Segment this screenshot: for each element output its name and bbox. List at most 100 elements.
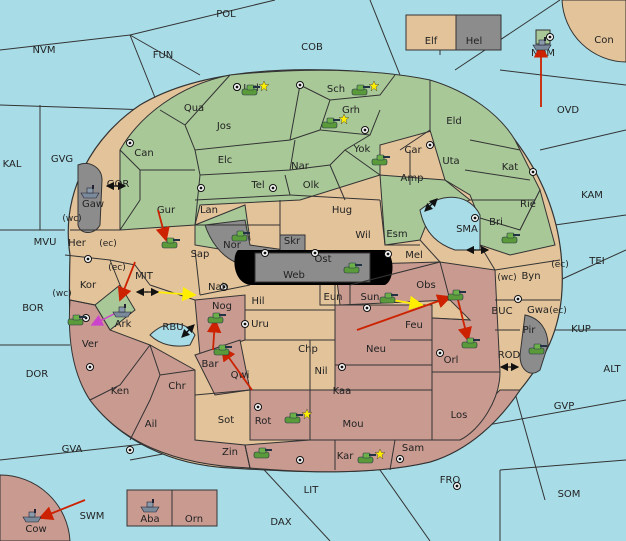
region-label-chp[interactable]: Chp — [298, 344, 318, 355]
region-label-sun[interactable]: Sun — [360, 292, 379, 303]
region-label-gwa[interactable]: Gwa — [527, 305, 549, 316]
region-label-sch[interactable]: Sch — [327, 84, 345, 95]
region-los-fill — [431, 371, 501, 441]
region-label-bri[interactable]: Bri — [489, 217, 503, 228]
region-label-elf[interactable]: Elf — [425, 36, 438, 47]
region-label-can[interactable]: Can — [134, 148, 153, 159]
region-label-tel[interactable]: Tel — [250, 180, 264, 191]
region-label-olk[interactable]: Olk — [303, 180, 320, 191]
region-label-cob[interactable]: COB — [301, 42, 323, 53]
region-label-rod[interactable]: ROD — [498, 350, 521, 361]
region-label-cow[interactable]: Cow — [25, 524, 46, 535]
order-gur-sap — [155, 209, 170, 242]
region-label-sot[interactable]: Sot — [218, 415, 234, 426]
region-label-buc[interactable]: BUC — [491, 306, 512, 317]
region-label-gor[interactable]: GOR — [107, 179, 130, 190]
region-label-ost[interactable]: Ost — [314, 254, 331, 265]
region-label-kup[interactable]: KUP — [571, 324, 591, 335]
region-label-gaw[interactable]: Gaw — [82, 199, 104, 210]
region-label-mit[interactable]: MIT — [135, 271, 154, 282]
region-label-eld[interactable]: Eld — [446, 116, 461, 127]
region-label-fro[interactable]: FRO — [440, 475, 461, 486]
region-label-hug[interactable]: Hug — [332, 205, 352, 216]
region-label-ovd[interactable]: OVD — [557, 105, 580, 116]
region-label-ken[interactable]: Ken — [111, 386, 130, 397]
region-label-jos[interactable]: Jos — [216, 121, 231, 132]
region-label-orn[interactable]: Orn — [185, 514, 203, 525]
region-label-feu[interactable]: Feu — [405, 320, 423, 331]
region-label-bor[interactable]: BOR — [22, 303, 44, 314]
region-label-yok[interactable]: Yok — [353, 144, 371, 155]
region-label-rbu[interactable]: RBU — [162, 322, 183, 333]
region-label-eun[interactable]: Eun — [324, 292, 343, 303]
region-label-qwi[interactable]: Qwi — [231, 370, 250, 381]
region-label-kam[interactable]: KAM — [581, 190, 603, 201]
region-label-rot[interactable]: Rot — [255, 416, 272, 427]
region-label-ark[interactable]: Ark — [115, 319, 132, 330]
region-label-her[interactable]: Her — [68, 238, 87, 249]
region-label-qua[interactable]: Qua — [184, 103, 204, 114]
region-label-uta[interactable]: Uta — [442, 156, 459, 167]
region-label-alt[interactable]: ALT — [603, 364, 621, 375]
region-label-gva[interactable]: GVA — [62, 444, 83, 455]
region-label-pir[interactable]: Pir — [523, 325, 537, 336]
region-label-nor[interactable]: Nor — [223, 240, 242, 251]
region-label-gur[interactable]: Gur — [157, 205, 176, 216]
region-label-dor[interactable]: DOR — [26, 369, 49, 380]
region-label-hil[interactable]: Hil — [251, 296, 264, 307]
region-label-bar[interactable]: Bar — [201, 359, 219, 370]
region-label-kal[interactable]: KAL — [3, 159, 22, 170]
region-label-los[interactable]: Los — [451, 410, 468, 421]
region-label-uru[interactable]: Uru — [251, 319, 269, 330]
region-label-tei[interactable]: TEI — [588, 256, 604, 267]
region-label-web[interactable]: Web — [283, 270, 305, 281]
region-label-wil[interactable]: Wil — [355, 230, 370, 241]
region-label-skr[interactable]: Skr — [284, 236, 301, 247]
region-label-sap[interactable]: Sap — [191, 249, 210, 260]
region-label-aba[interactable]: Aba — [140, 514, 159, 525]
region-label-obs[interactable]: Obs — [416, 280, 435, 291]
region-label-nvm[interactable]: NVM — [33, 45, 56, 56]
region-label-som[interactable]: SOM — [558, 489, 581, 500]
region-label-nar[interactable]: Nar — [291, 161, 310, 172]
region-label-gvg[interactable]: GVG — [51, 154, 73, 165]
region-label-neu[interactable]: Neu — [366, 344, 386, 355]
web-ost-gray — [254, 252, 371, 283]
region-label-chr[interactable]: Chr — [168, 381, 186, 392]
region-label-byn[interactable]: Byn — [521, 271, 540, 282]
region-label-esm[interactable]: Esm — [386, 229, 407, 240]
region-label-fun[interactable]: FUN — [153, 50, 174, 61]
region-label-zin[interactable]: Zin — [222, 447, 238, 458]
region-label-kar[interactable]: Kar — [337, 451, 355, 462]
region-label-pol[interactable]: POL — [216, 9, 236, 20]
region-label-orl[interactable]: Orl — [444, 355, 459, 366]
region-label-gvp[interactable]: GVP — [554, 401, 575, 412]
region-label-nil[interactable]: Nil — [314, 366, 327, 377]
region-label-nab[interactable]: Nab — [208, 282, 228, 293]
region-label-grh[interactable]: Grh — [342, 105, 360, 116]
region-label-kat[interactable]: Kat — [502, 162, 519, 173]
region-label-kaa[interactable]: Kaa — [333, 386, 352, 397]
region-label-nog[interactable]: Nog — [212, 301, 232, 312]
region-label-ver[interactable]: Ver — [82, 339, 99, 350]
region-label-dax[interactable]: DAX — [270, 517, 291, 528]
region-label-sam[interactable]: Sam — [402, 443, 424, 454]
order-kor-ark — [117, 261, 136, 302]
region-label-mou[interactable]: Mou — [342, 419, 363, 430]
region-label-amp[interactable]: Amp — [401, 173, 424, 184]
region-label-mvu[interactable]: MVU — [34, 237, 57, 248]
region-label-elc[interactable]: Elc — [218, 155, 233, 166]
region-label-sma[interactable]: SMA — [456, 224, 478, 235]
region-label-lit[interactable]: LIT — [304, 485, 320, 496]
region-label-hel[interactable]: Hel — [466, 36, 482, 47]
region-label-rie[interactable]: Rie — [520, 199, 536, 210]
region-label-ail[interactable]: Ail — [145, 419, 157, 430]
region-label-lan[interactable]: Lan — [200, 205, 218, 216]
region-label-kor[interactable]: Kor — [80, 280, 97, 291]
region-label-swm[interactable]: SWM — [80, 511, 105, 522]
region-label-con[interactable]: Con — [594, 35, 613, 46]
region-label-mel[interactable]: Mel — [405, 250, 423, 261]
region-label-car[interactable]: Car — [404, 145, 422, 156]
